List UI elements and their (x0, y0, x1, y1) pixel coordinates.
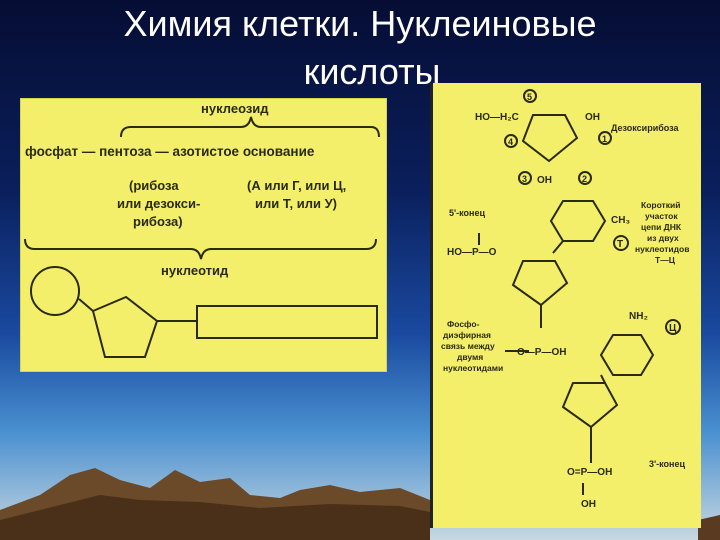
base-t: Т (617, 239, 623, 250)
phosphate-2-label: O—P—OH (517, 347, 566, 358)
nucleoside-brace (120, 116, 380, 138)
pentose-pentagon (91, 295, 159, 358)
short-section-1: Короткий (641, 200, 680, 210)
sugar-ring-1 (511, 260, 569, 307)
short-section-6: Т—Ц (655, 255, 676, 265)
bond-label-5: нуклеотидами (443, 363, 503, 373)
pentose-line-3: рибоза) (133, 214, 183, 229)
short-section-3: цепи ДНК (641, 222, 682, 232)
num-4-circle (504, 134, 518, 148)
num-5-circle (523, 89, 537, 103)
phosphate-1-label: HO—P—O (447, 247, 497, 258)
short-section-2: участок (645, 211, 678, 221)
pentose-line-1: (рибоза (129, 178, 179, 193)
num-2-circle (578, 171, 592, 185)
glycosidic-bond-2 (600, 374, 606, 384)
sugar-ho: HO—H₂C (475, 112, 519, 123)
num-2: 2 (582, 174, 587, 184)
deoxyribose-ring (521, 114, 579, 163)
deoxyribose-label: Дезоксирибоза (611, 123, 680, 133)
bond-label-3: связь между (441, 341, 495, 351)
sugar-oh: OH (585, 112, 600, 123)
short-section-5: нуклеотидов (635, 244, 689, 254)
bond-label-4: двумя (457, 352, 483, 362)
phosphate-bond (78, 298, 94, 312)
sugar-ring-2 (561, 382, 619, 429)
sugar-bottom-oh: OH (537, 175, 552, 186)
num-3-circle (518, 171, 532, 185)
base-t-circle (613, 235, 629, 251)
base-c-circle (665, 319, 681, 335)
five-prime-label: 5'-конец (449, 208, 485, 218)
bond-label-1: Фосфо- (447, 319, 480, 329)
nucleotide-brace (24, 238, 377, 260)
num-5: 5 (527, 92, 532, 102)
cytosine-ring (599, 334, 655, 376)
nucleoside-label: нуклеозид (201, 101, 269, 116)
ch3-label: CH₃ (611, 215, 630, 226)
nucleotide-scheme-panel: нуклеозид фосфат — пентоза — азотистое о… (20, 98, 387, 372)
slide-title-line-1: Химия клетки. Нуклеиновые (123, 3, 597, 44)
base-rectangle (196, 305, 378, 339)
dna-fragment-panel: 5 HO—H₂C OH Дезоксирибоза 1 4 3 OH 2 5'-… (430, 83, 701, 528)
nucleotide-label: нуклеотид (161, 263, 229, 278)
num-4: 4 (508, 137, 513, 147)
base-line-1: (А или Г, или Ц, (247, 178, 346, 193)
base-c: Ц (669, 323, 677, 334)
phosphate-circle (30, 266, 80, 316)
base-line-2: или Т, или У) (255, 196, 337, 211)
num-3: 3 (522, 174, 527, 184)
terminal-oh-label: OH (581, 499, 596, 510)
num-1-circle (598, 131, 612, 145)
three-prime-label: 3'-конец (649, 459, 685, 469)
glycosidic-bond-1 (552, 240, 564, 254)
thymine-ring (549, 200, 607, 242)
phosphate-3-label: O=P—OH (567, 467, 612, 478)
nh2-label: NH₂ (629, 311, 648, 322)
bond-label-2: диэфирная (443, 330, 491, 340)
structure-formula: фосфат — пентоза — азотистое основание (25, 144, 315, 159)
mountain-background (0, 468, 720, 540)
pentose-line-2: или дезокси- (117, 196, 200, 211)
short-section-4: из двух (647, 233, 679, 243)
num-1: 1 (602, 134, 607, 144)
slide-title-line-2: кислоты (303, 51, 441, 92)
